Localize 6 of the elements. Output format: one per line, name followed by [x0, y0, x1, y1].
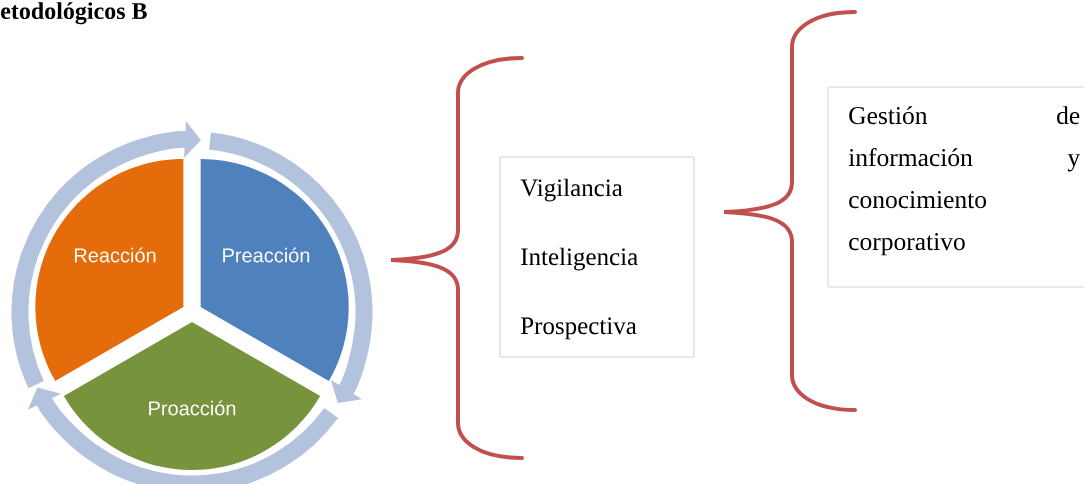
pie-segment: Reacción [35, 159, 184, 381]
pie-segment: Preacción [200, 159, 349, 381]
title: etodológicos B [1, 2, 147, 25]
text-box: Vigilancia Inteligencia Prospectiva [499, 156, 695, 358]
pie-segment: Proacción [63, 322, 321, 470]
text-box: Gestión de información y conocimiento corporativo [827, 86, 1085, 288]
